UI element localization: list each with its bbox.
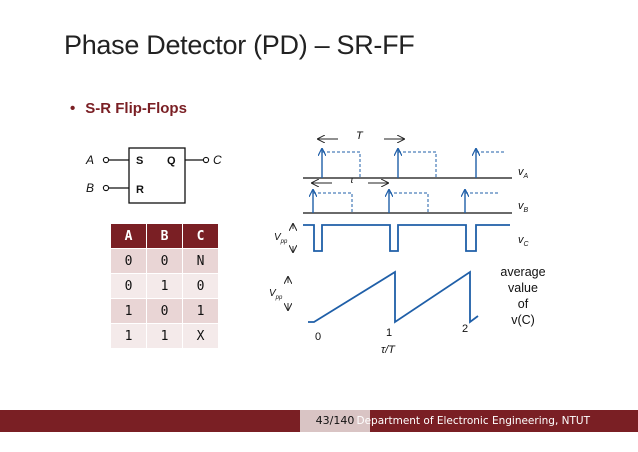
label-input-b: B bbox=[86, 181, 94, 195]
bullet-item: • S-R Flip-Flops bbox=[70, 100, 187, 117]
table-row: 1 0 1 bbox=[110, 298, 219, 324]
waveform-vb: vB bbox=[303, 190, 529, 214]
average-line: average bbox=[500, 265, 546, 279]
label-vpp-top: Vpp bbox=[274, 232, 288, 245]
label-pin-s: S bbox=[136, 155, 143, 167]
terminal-b bbox=[102, 184, 110, 192]
terminal-a bbox=[102, 156, 110, 164]
label-vb: vB bbox=[518, 200, 529, 214]
x-axis-label: τ/T bbox=[381, 344, 396, 356]
label-vc: vC bbox=[518, 234, 530, 248]
table-cell: 1 bbox=[146, 323, 183, 349]
average-line: value bbox=[508, 281, 538, 295]
tick-label-2: 2 bbox=[462, 323, 468, 335]
label-pin-q: Q bbox=[167, 155, 176, 167]
table-cell: N bbox=[182, 248, 219, 274]
tick-label-1: 1 bbox=[386, 327, 392, 339]
header-c: C bbox=[182, 223, 219, 249]
sr-flipflop: A B C S R Q bbox=[85, 147, 222, 204]
footer-bar: 43/140 Department of Electronic Engineer… bbox=[0, 410, 638, 432]
label-input-a: A bbox=[85, 153, 94, 167]
average-line: of bbox=[517, 297, 529, 311]
table-cell: 0 bbox=[110, 273, 147, 299]
label-period: T bbox=[356, 130, 364, 142]
bullet-dot-icon: • bbox=[70, 100, 76, 117]
label-output-c: C bbox=[213, 153, 222, 167]
average-line: v(C) bbox=[511, 313, 535, 327]
truth-table-header: A B C bbox=[110, 223, 219, 249]
average-value-label: average value of v(C) bbox=[488, 264, 558, 328]
table-cell: 0 bbox=[146, 298, 183, 324]
table-row: 0 1 0 bbox=[110, 273, 219, 299]
department-label: Department of Electronic Engineering, NT… bbox=[356, 415, 590, 427]
flipflop-box bbox=[128, 147, 186, 204]
table-cell: 1 bbox=[110, 298, 147, 324]
header-b: B bbox=[146, 223, 183, 249]
truth-table: A B C 0 0 N 0 1 0 1 0 1 1 1 X bbox=[110, 223, 219, 349]
header-a: A bbox=[110, 223, 147, 249]
table-cell: 1 bbox=[110, 323, 147, 349]
waveform-vc: Vpp vC bbox=[274, 224, 530, 252]
label-tau: τ bbox=[350, 175, 355, 186]
table-row: 1 1 X bbox=[110, 323, 219, 349]
waveform-va: vA bbox=[303, 149, 529, 180]
terminal-c bbox=[202, 156, 210, 164]
table-cell: 0 bbox=[110, 248, 147, 274]
page-number: 43/140 bbox=[300, 410, 370, 432]
label-va: vA bbox=[518, 166, 529, 180]
period-annotation: T bbox=[318, 130, 404, 142]
tau-annotation: τ bbox=[312, 175, 388, 186]
table-cell: 0 bbox=[182, 273, 219, 299]
bullet-text: S-R Flip-Flops bbox=[85, 100, 187, 117]
table-cell: 1 bbox=[182, 298, 219, 324]
slide-title: Phase Detector (PD) – SR-FF bbox=[64, 30, 415, 60]
table-cell: X bbox=[182, 323, 219, 349]
table-cell: 0 bbox=[146, 248, 183, 274]
sawtooth-average: Vpp 0 1 2 τ/T bbox=[269, 270, 479, 356]
tick-label-0: 0 bbox=[315, 331, 321, 343]
label-pin-r: R bbox=[136, 184, 144, 196]
table-row: 0 0 N bbox=[110, 248, 219, 274]
label-vpp-bottom: Vpp bbox=[269, 288, 283, 301]
table-cell: 1 bbox=[146, 273, 183, 299]
